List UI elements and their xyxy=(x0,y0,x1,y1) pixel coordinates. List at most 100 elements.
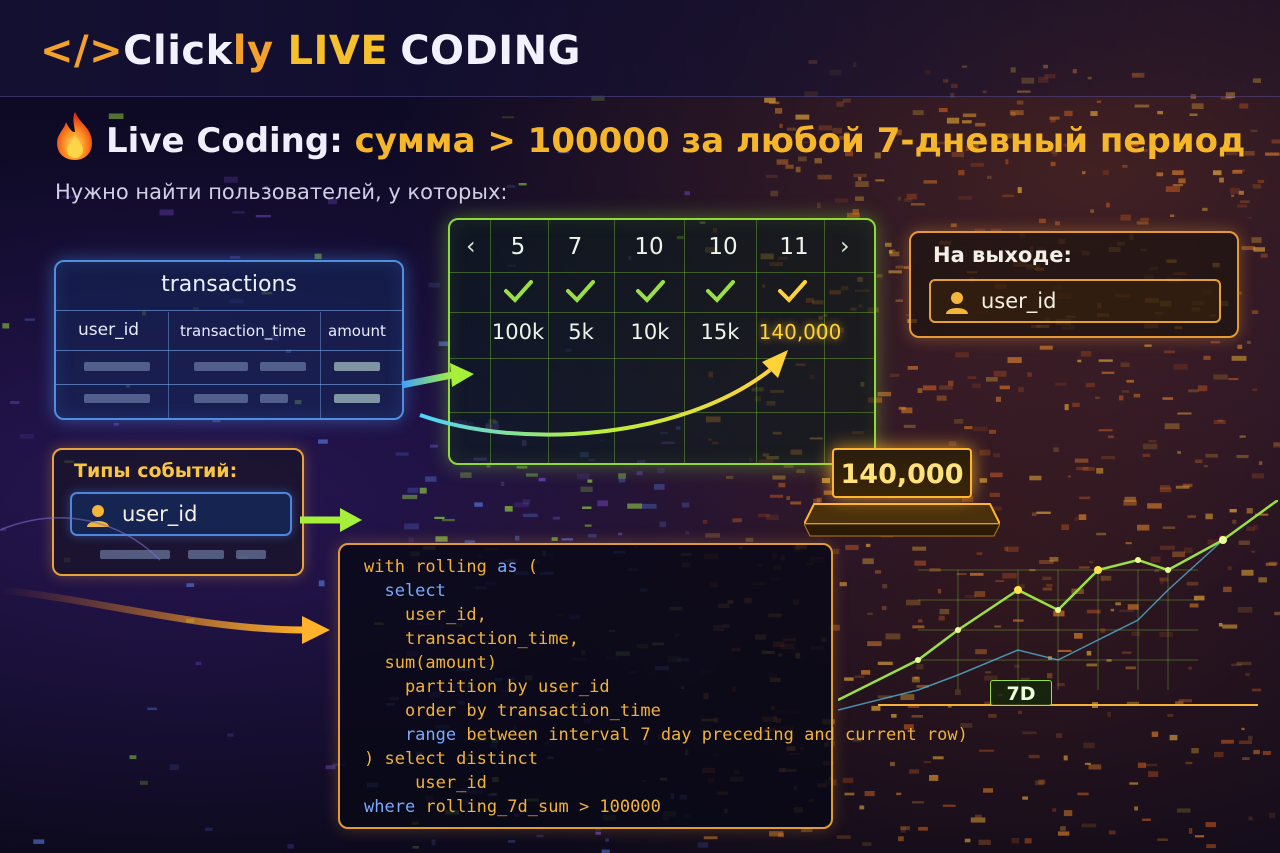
calendar-day: 11 xyxy=(779,234,809,260)
code-token: ) select distinct xyxy=(364,749,538,769)
code-line: ) select distinct xyxy=(364,749,538,769)
calendar-amount: 5k xyxy=(568,320,594,344)
code-line: order by transaction_time xyxy=(364,701,661,721)
code-line: where rolling_7d_sum > 100000 xyxy=(364,797,661,817)
table-cell-placeholder xyxy=(194,394,248,403)
output-panel: На выходе: user_id xyxy=(909,231,1239,338)
badge-pedestal xyxy=(804,503,1000,537)
event-types-field: user_id xyxy=(70,492,292,536)
code-line: with rolling as ( xyxy=(364,557,538,577)
header-bar xyxy=(0,0,1280,97)
code-token: transaction_time, xyxy=(364,629,579,649)
code-token: between interval 7 day preceding and cur… xyxy=(456,725,968,745)
code-line: transaction_time, xyxy=(364,629,579,649)
table-cell-placeholder xyxy=(84,394,150,403)
code-token: user_id xyxy=(364,773,487,793)
code-token: partition by user_id xyxy=(364,677,610,697)
grid-line xyxy=(450,358,874,359)
code-line: select xyxy=(364,581,446,601)
code-token: order by transaction_time xyxy=(364,701,661,721)
brand-name: Click xyxy=(123,28,233,74)
user-icon xyxy=(87,505,109,527)
code-token: select xyxy=(364,581,446,601)
calendar-amount: 15k xyxy=(700,320,740,344)
page-title: Live Coding: сумма > 100000 за любой 7-д… xyxy=(52,110,1245,162)
window-label-text: 7D xyxy=(1006,683,1036,705)
transactions-table: transactions user_id transaction_time am… xyxy=(54,260,404,420)
calendar-day: 5 xyxy=(510,234,526,260)
brand-coding: CODING xyxy=(400,28,581,74)
grid-line xyxy=(450,312,874,313)
grid-line xyxy=(756,220,757,463)
check-icon xyxy=(636,280,665,303)
code-token: rolling xyxy=(415,557,498,577)
brand-live: LIVE xyxy=(287,28,389,74)
event-types-title: Типы событий: xyxy=(74,460,238,482)
code-token: rolling_7d_sum > 100000 xyxy=(415,797,661,817)
code-line: sum(amount) xyxy=(364,653,497,673)
grid-line xyxy=(824,220,825,463)
calendar-amount-highlight: 140,000 xyxy=(758,320,842,344)
placeholder-bar xyxy=(188,550,224,559)
table-divider xyxy=(56,310,402,311)
brand-name-suffix: ly xyxy=(232,28,274,74)
grid-line xyxy=(450,272,874,273)
check-icon xyxy=(504,280,533,303)
table-cell-placeholder xyxy=(194,362,248,371)
table-divider xyxy=(56,350,402,351)
calendar-amount: 10k xyxy=(630,320,670,344)
column-header-user-id: user_id xyxy=(78,320,140,340)
output-field-text: user_id xyxy=(981,289,1057,313)
calendar-day: 10 xyxy=(708,234,738,260)
grid-line xyxy=(490,220,491,463)
trend-graphic xyxy=(838,500,1278,711)
event-types-panel: Типы событий: user_id xyxy=(52,448,304,576)
code-line: user_id, xyxy=(364,605,487,625)
code-token: where xyxy=(364,797,416,817)
event-types-field-text: user_id xyxy=(122,502,198,526)
table-cell-placeholder xyxy=(260,394,288,403)
grid-line xyxy=(684,220,685,463)
placeholder-bar xyxy=(100,550,170,559)
code-token: range xyxy=(364,725,457,745)
brand-tag: </> xyxy=(40,28,124,74)
placeholder-bar xyxy=(236,550,266,559)
subtitle: Нужно найти пользователей, у которых: xyxy=(55,180,508,204)
sql-code-editor: with rolling as ( select user_id, transa… xyxy=(338,543,968,829)
code-token: with xyxy=(364,557,416,577)
code-line: partition by user_id xyxy=(364,677,610,697)
column-header-amount: amount xyxy=(328,322,386,340)
column-divider xyxy=(168,312,169,418)
code-token: as xyxy=(497,557,518,577)
window-label: 7D xyxy=(990,680,1052,706)
code-line: user_id xyxy=(364,773,487,793)
chevron-right-icon[interactable]: › xyxy=(840,232,850,260)
fire-icon xyxy=(57,112,92,160)
grid-line xyxy=(450,412,874,413)
table-divider xyxy=(56,384,402,385)
total-badge-value: 140,000 xyxy=(840,459,964,490)
column-header-transaction-time: transaction_time xyxy=(180,322,307,340)
grid-line xyxy=(548,220,549,463)
table-cell-placeholder xyxy=(260,362,306,371)
calendar-amount: 100k xyxy=(491,320,545,344)
code-token: user_id, xyxy=(364,605,487,625)
table-cell-placeholder xyxy=(334,394,380,403)
code-line: range between interval 7 day preceding a… xyxy=(364,725,968,745)
check-icon xyxy=(566,280,595,303)
column-divider xyxy=(320,312,321,418)
user-icon xyxy=(946,292,968,314)
output-title: На выходе: xyxy=(933,243,1072,267)
table-cell-placeholder xyxy=(84,362,150,371)
grid-line xyxy=(614,220,615,463)
headline-rest: сумма > 100000 за любой 7-дневный период xyxy=(354,121,1246,161)
calendar-day: 7 xyxy=(567,234,583,260)
calendar-day: 10 xyxy=(634,234,664,260)
total-badge: 140,000 xyxy=(832,448,972,498)
check-icon xyxy=(778,280,807,303)
rolling-window-calendar: ‹ › 5 7 10 10 11 100k 5k 10k 15k 140,000 xyxy=(448,218,876,465)
output-field: user_id xyxy=(929,279,1221,323)
chevron-left-icon[interactable]: ‹ xyxy=(466,232,476,260)
check-icon xyxy=(706,280,735,303)
